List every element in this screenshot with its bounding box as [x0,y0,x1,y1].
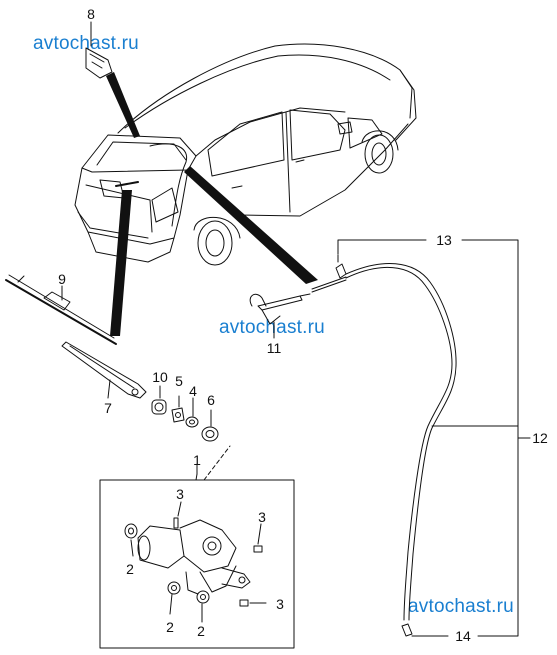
small-hardware-parts [151,385,219,442]
leader-wedge-hose [184,166,318,284]
watermark-top: avtochast.ru [33,33,139,54]
part-8-nozzle [85,21,113,79]
callout-13: 13 [436,232,452,248]
watermark-middle: avtochast.ru [219,317,325,338]
callout-labels: 1 2 2 2 2 3 3 3 3 4 5 6 7 8 9 10 11 12 1… [58,6,548,644]
part-12-washer-hose [311,254,457,637]
callout-3: 3 [258,509,266,525]
callout-2: 2 [166,619,174,635]
callout-10: 10 [152,369,168,385]
callout-2: 2 [197,623,205,639]
part-11-hose-connector [249,293,311,339]
callout-8: 8 [87,6,95,22]
part-1-motor-assembly [99,445,295,649]
callout-3: 3 [276,596,284,612]
callout-frame-12 [337,239,531,637]
callout-11: 11 [267,340,282,356]
callout-7: 7 [104,400,112,416]
callout-12: 12 [532,430,548,446]
callout-3: 3 [176,486,184,502]
callout-4: 4 [189,383,197,399]
callout-1: 1 [193,452,201,468]
callout-2: 2 [126,561,134,577]
part-7-wiper-arm [61,341,147,399]
leader-wedge-8 [106,72,140,138]
part-9-wiper-blade [5,274,117,345]
callout-5: 5 [175,373,183,389]
callout-6: 6 [207,392,215,408]
callout-9: 9 [58,271,66,287]
callout-14: 14 [455,628,471,644]
leader-wedges [106,72,318,336]
car-illustration [74,43,417,266]
watermark-bottom: avtochast.ru [408,596,514,617]
leader-wedge-motor [110,190,132,336]
